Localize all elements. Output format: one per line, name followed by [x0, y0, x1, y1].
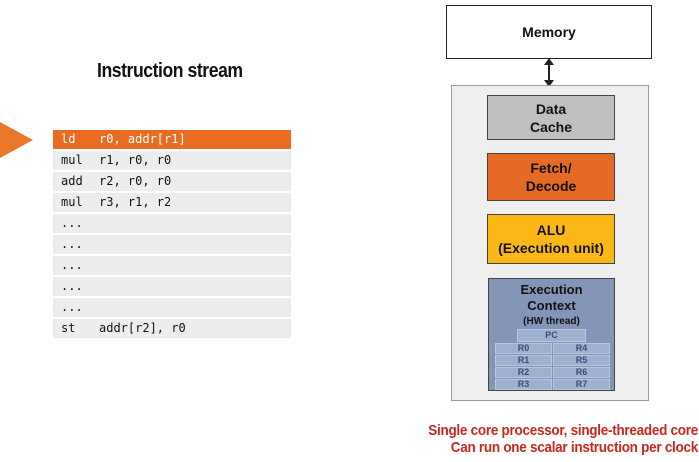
register-r7: R7	[553, 379, 610, 390]
current-instruction-arrow-icon	[0, 122, 33, 158]
instruction-opcode: mul	[61, 195, 83, 209]
register-r3: R3	[495, 379, 552, 390]
fetch-decode-box: Fetch/ Decode	[487, 153, 615, 201]
instruction-operands: addr[r2], r0	[99, 321, 186, 335]
instruction-row: add r2, r0, r0	[53, 172, 291, 191]
instruction-row: st addr[r2], r0	[53, 319, 291, 338]
instruction-row: ...	[53, 277, 291, 296]
instruction-opcode: ...	[61, 258, 83, 272]
register-r2: R2	[495, 367, 552, 378]
alu-box: ALU (Execution unit)	[487, 214, 615, 264]
caption: Single core processor, single-threaded c…	[380, 422, 698, 456]
instruction-operands: r2, r0, r0	[99, 174, 172, 188]
arrow-down-icon	[544, 80, 554, 87]
instruction-row: ld r0, addr[r1]	[53, 130, 291, 149]
register-r0: R0	[495, 343, 552, 354]
arrow-up-icon	[544, 58, 554, 65]
memory-box: Memory	[446, 5, 652, 59]
register-r5: R5	[553, 355, 610, 366]
instruction-opcode: ...	[61, 279, 83, 293]
fetch-decode-label-line2: Decode	[525, 178, 577, 194]
instruction-stream-title: Instruction stream	[97, 60, 243, 82]
instruction-opcode: mul	[61, 153, 83, 167]
data-cache-label-line2: Cache	[529, 118, 573, 135]
instruction-row: mul r1, r0, r0	[53, 151, 291, 170]
instruction-operands: r1, r0, r0	[99, 153, 172, 167]
data-cache-box: Data Cache	[487, 95, 615, 140]
instruction-row: ...	[53, 214, 291, 233]
pc-register: PC	[517, 329, 586, 342]
alu-label-line2: (Execution unit)	[498, 240, 604, 256]
memory-bus-line	[548, 60, 550, 86]
instruction-opcode: ...	[61, 237, 83, 251]
register-r1: R1	[495, 355, 552, 366]
instruction-opcode: ...	[61, 216, 83, 230]
instruction-row: ...	[53, 235, 291, 254]
instruction-opcode: add	[61, 174, 83, 188]
instruction-opcode: st	[61, 321, 76, 335]
caption-line2: Can run one scalar instruction per clock	[450, 439, 699, 456]
instruction-list: ld r0, addr[r1] mul r1, r0, r0 add r2, r0, r0…	[53, 130, 291, 340]
instruction-operands: r0, addr[r1]	[99, 132, 186, 146]
fetch-decode-label-line1: Fetch/	[530, 160, 572, 176]
instruction-opcode: ...	[61, 300, 83, 314]
hw-thread-label: (HW thread)	[523, 316, 580, 327]
register-r6: R6	[553, 367, 610, 378]
alu-label-line1: ALU	[536, 222, 566, 238]
register-r4: R4	[553, 343, 610, 354]
instruction-row: ...	[53, 256, 291, 275]
execution-context-title-line1: Execution	[520, 282, 583, 297]
data-cache-label-line1: Data	[535, 100, 567, 117]
execution-context-title: Execution Context	[489, 282, 614, 314]
caption-line1: Single core processor, single-threaded c…	[428, 422, 698, 439]
execution-context-title-line2: Context	[527, 298, 576, 313]
instruction-row: mul r3, r1, r2	[53, 193, 291, 212]
instruction-row: ...	[53, 298, 291, 317]
instruction-opcode: ld	[61, 132, 76, 146]
instruction-operands: r3, r1, r2	[99, 195, 172, 209]
